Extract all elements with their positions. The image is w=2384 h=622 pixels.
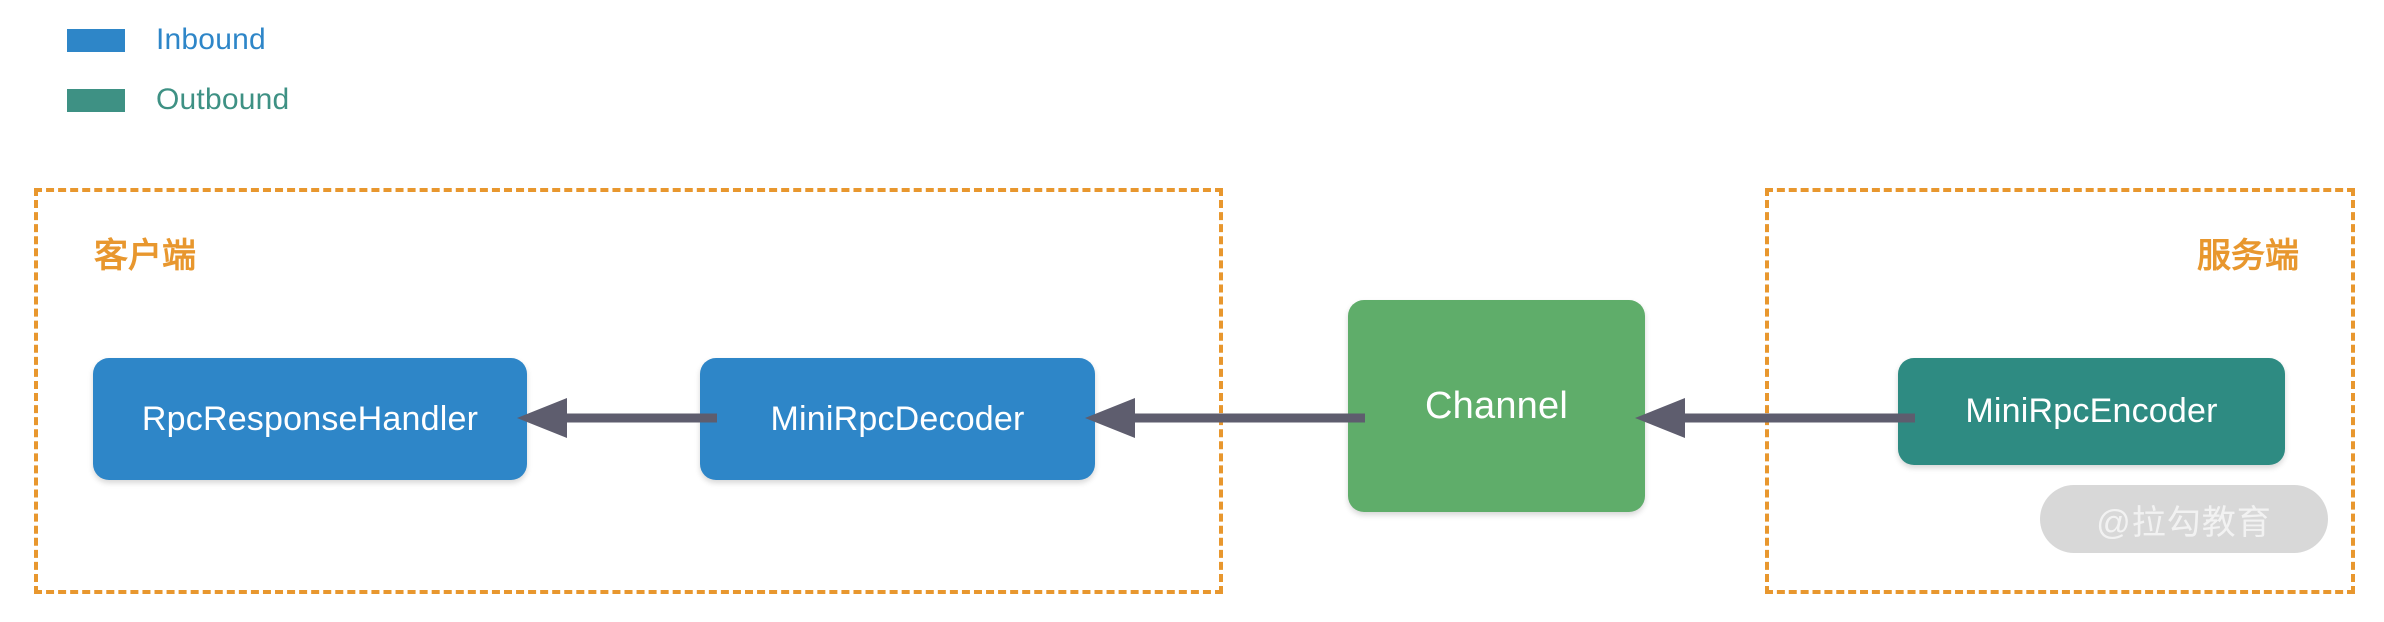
legend-swatch-outbound-icon <box>67 88 125 112</box>
zone-client-label: 客户端 <box>94 237 196 275</box>
node-label: RpcResponseHandler <box>141 399 479 438</box>
zone-server-label: 服务端 <box>2197 237 2299 275</box>
legend-label-outbound: Outbound <box>156 83 290 116</box>
node-channel[interactable]: Channel <box>1348 300 1645 512</box>
node-label: MiniRpcDecoder <box>770 399 1025 438</box>
arrow-decoder-to-response-handler <box>517 398 717 438</box>
zone-client: 客户端 <box>34 188 1223 594</box>
watermark-badge: @拉勾教育 <box>2040 485 2328 553</box>
legend-item-inbound: Inbound <box>67 20 289 60</box>
legend: Inbound Outbound <box>67 20 289 140</box>
legend-swatch-inbound-icon <box>67 28 125 52</box>
node-mini-rpc-encoder[interactable]: MiniRpcEncoder <box>1898 358 2285 465</box>
arrow-encoder-to-channel <box>1635 398 1915 438</box>
node-rpc-response-handler[interactable]: RpcResponseHandler <box>93 358 527 480</box>
arrow-channel-to-decoder <box>1085 398 1365 438</box>
legend-item-outbound: Outbound <box>67 80 289 120</box>
legend-label-inbound: Inbound <box>156 23 266 56</box>
node-label: MiniRpcEncoder <box>1965 392 2218 430</box>
node-label: Channel <box>1425 384 1568 427</box>
node-mini-rpc-decoder[interactable]: MiniRpcDecoder <box>700 358 1095 480</box>
watermark-text: @拉勾教育 <box>2096 503 2272 542</box>
zone-server: 服务端 <box>1765 188 2355 594</box>
